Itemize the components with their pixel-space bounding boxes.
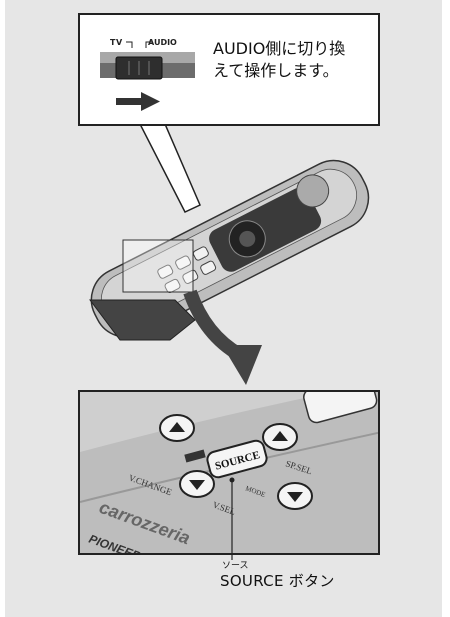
down-button-left — [180, 471, 214, 497]
zoom-detail-box: SOURCE SP.SEL V.CHANGE V.SEL MODE carroz… — [78, 390, 380, 555]
switch-tv-label: TV — [110, 38, 123, 47]
source-button-caption: SOURCE ボタン — [220, 570, 335, 591]
up-button-left — [160, 415, 194, 441]
zoom-detail-drawing: SOURCE SP.SEL V.CHANGE V.SEL MODE carroz… — [80, 392, 380, 555]
instruction-text: AUDIO側に切り換 えて操作します。 — [213, 38, 373, 82]
up-button-right — [263, 424, 297, 450]
switch-audio-label: AUDIO — [148, 38, 177, 47]
down-button-right — [278, 483, 312, 509]
